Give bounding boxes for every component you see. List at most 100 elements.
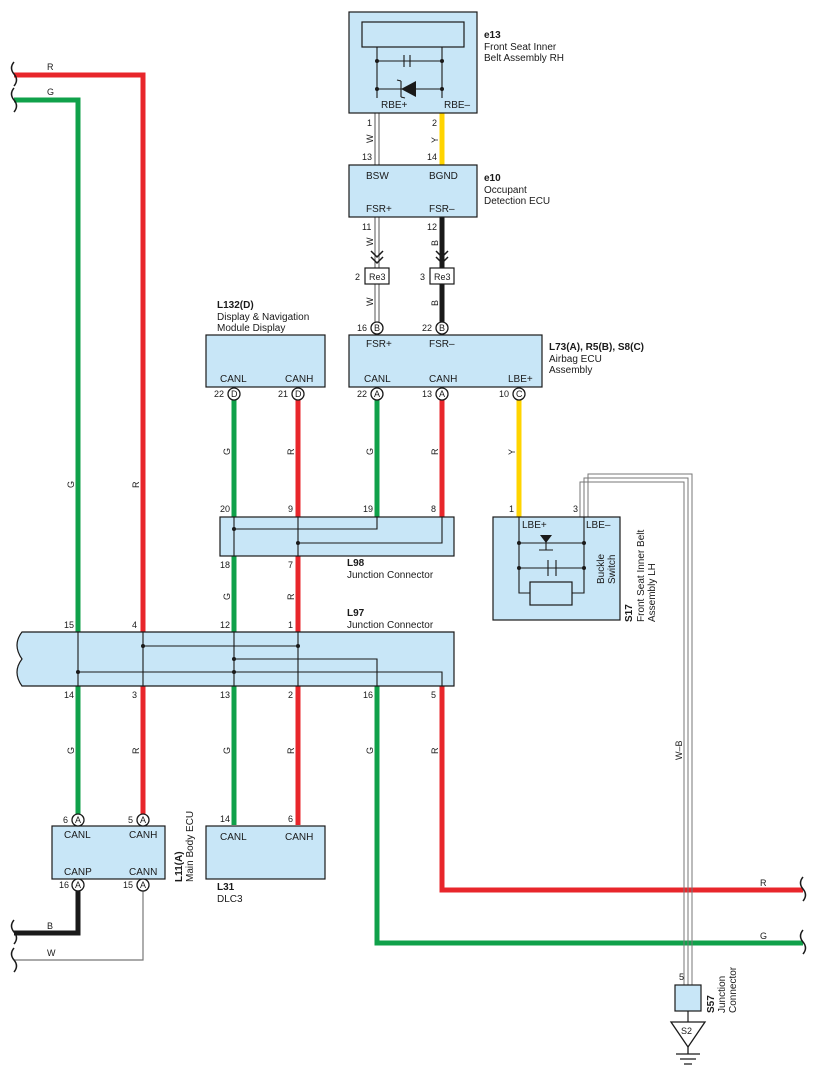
l132-conn-d-1: D xyxy=(231,389,238,399)
l132-name-line2: Module Display xyxy=(217,323,285,334)
wire-color-codes: R G G R W Y W B W B G R G R Y G R G R G … xyxy=(47,62,767,958)
l97-pin12: 12 xyxy=(220,620,230,630)
wire-white-black-s17-s57 xyxy=(579,473,693,985)
l97-pin5: 5 xyxy=(431,690,436,700)
l73-name-line1: Airbag ECU xyxy=(549,354,602,365)
wc-r-l11: R xyxy=(131,747,141,754)
wc-r-l98: R xyxy=(286,593,296,600)
s17-switch-line2: Switch xyxy=(607,555,618,584)
l73-pin10: 10 xyxy=(499,389,509,399)
wc-g-l98: G xyxy=(222,593,232,600)
wire-black-l11 xyxy=(14,890,81,936)
l31-name: DLC3 xyxy=(217,894,243,905)
l31-code: L31 xyxy=(217,882,235,893)
l98-pin20: 20 xyxy=(220,504,230,514)
e10-pin12: 12 xyxy=(427,222,437,232)
wc-g-l97: G xyxy=(365,747,375,754)
e13-pin-neg-label: RBE– xyxy=(444,100,471,111)
wc-g-top: G xyxy=(47,87,54,97)
wc-r-right: R xyxy=(760,878,767,888)
l132-pin22: 22 xyxy=(214,389,224,399)
wc-b-1: B xyxy=(430,240,440,246)
s57-code: S57 xyxy=(706,995,717,1013)
e10-pin11: 11 xyxy=(362,222,371,232)
l132-canl-label: CANL xyxy=(220,374,247,385)
wc-g-l31: G xyxy=(222,747,232,754)
l11-pin5: 5 xyxy=(128,815,133,825)
l11-cann-label: CANN xyxy=(129,867,157,878)
l11-conn-a-1: A xyxy=(75,815,81,825)
l97-code: L97 xyxy=(347,608,365,619)
wc-y-1: Y xyxy=(430,137,440,143)
wc-g-right: G xyxy=(760,931,767,941)
l97-pin16: 16 xyxy=(363,690,373,700)
wc-wb: W–B xyxy=(674,740,684,760)
e13-code: e13 xyxy=(484,30,501,41)
wire-green-left xyxy=(14,97,81,632)
l11-conn-a-4: A xyxy=(140,880,146,890)
s57-pin5: 5 xyxy=(679,972,684,982)
s2-label: S2 xyxy=(681,1026,692,1036)
wc-y-l73: Y xyxy=(507,449,517,455)
e10-fsr-neg-label: FSR– xyxy=(429,204,455,215)
l11-code: L11(A) xyxy=(174,851,185,882)
l98-name: Junction Connector xyxy=(347,570,434,581)
wc-g-l11: G xyxy=(66,747,76,754)
component-l31: 14 6 CANL CANH L31 DLC3 xyxy=(205,814,326,905)
l11-canh-label: CANH xyxy=(129,830,157,841)
l11-conn-a-3: A xyxy=(75,880,81,890)
wires xyxy=(14,72,803,985)
l31-pin14: 14 xyxy=(220,814,230,824)
l97-pin1: 1 xyxy=(288,620,293,630)
wc-g-l132: G xyxy=(222,448,232,455)
wc-r-l31: R xyxy=(286,747,296,754)
l98-pin18: 18 xyxy=(220,560,230,570)
re3-pin3: 3 xyxy=(420,272,425,282)
wc-g-left: G xyxy=(66,481,76,488)
l31-pin6: 6 xyxy=(288,814,293,824)
l11-canp-label: CANP xyxy=(64,867,92,878)
l97-name: Junction Connector xyxy=(347,620,434,631)
connector-chevrons xyxy=(370,250,449,265)
l97-pin4: 4 xyxy=(132,620,137,630)
component-l73: B B 16 22 FSR+ FSR– CANL CANH LBE+ L73(A… xyxy=(348,321,644,401)
l97-pin3: 3 xyxy=(132,690,137,700)
l73-name-line2: Assembly xyxy=(549,365,592,376)
component-s57: 5 S2 S57 Junction Connector xyxy=(669,966,739,1065)
s17-pin3: 3 xyxy=(573,504,578,514)
s57-name-line2: Connector xyxy=(728,966,739,1013)
e10-bsw-label: BSW xyxy=(366,171,389,182)
l98-code: L98 xyxy=(347,558,365,569)
l73-canh-label: CANH xyxy=(429,374,457,385)
re3-label-2: Re3 xyxy=(434,272,451,282)
wire-green-l97-right xyxy=(374,686,803,946)
l97-pin2: 2 xyxy=(288,690,293,700)
s17-name-line1: Front Seat Inner Belt xyxy=(636,530,647,622)
e10-fsr-pos-label: FSR+ xyxy=(366,204,392,215)
s17-lbe-pos-label: LBE+ xyxy=(522,520,547,531)
wc-r-left: R xyxy=(131,481,141,488)
e13-name-line1: Front Seat Inner xyxy=(484,42,557,53)
l73-fsr-pos-label: FSR+ xyxy=(366,339,392,350)
l132-canh-label: CANH xyxy=(285,374,313,385)
l73-conn-a-1: A xyxy=(374,389,380,399)
wc-g-l73: G xyxy=(365,448,375,455)
l73-conn-a-2: A xyxy=(439,389,445,399)
l98-pin9: 9 xyxy=(288,504,293,514)
l132-name-line1: Display & Navigation xyxy=(217,312,309,323)
l73-fsr-neg-label: FSR– xyxy=(429,339,455,350)
l98-pin8: 8 xyxy=(431,504,436,514)
wc-w-3: W xyxy=(365,297,375,306)
e13-name-line2: Belt Assembly RH xyxy=(484,53,564,64)
e13-pin2: 2 xyxy=(432,118,437,128)
s17-switch-line1: Buckle xyxy=(596,554,607,584)
wc-r-l73: R xyxy=(430,448,440,455)
e10-pin13: 13 xyxy=(362,152,372,162)
e10-bgnd-label: BGND xyxy=(429,171,458,182)
component-l97: 15 4 12 1 14 3 13 2 16 5 L97 Junction Co… xyxy=(16,608,455,700)
wc-b-2: B xyxy=(430,300,440,306)
l73-pin22-top: 22 xyxy=(422,323,432,333)
e10-name-line2: Detection ECU xyxy=(484,196,550,207)
e10-pin14: 14 xyxy=(427,152,437,162)
re3-pin2: 2 xyxy=(355,272,360,282)
